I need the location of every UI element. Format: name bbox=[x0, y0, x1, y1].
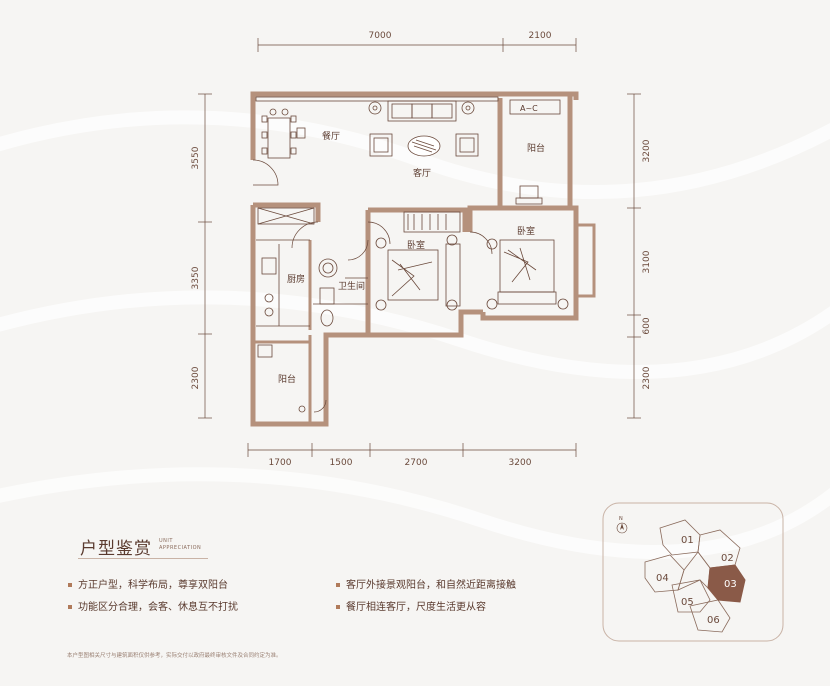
keyplan-unit-02-label: 02 bbox=[721, 553, 734, 564]
keyplan-unit-06-label: 06 bbox=[707, 615, 720, 626]
walls bbox=[250, 91, 596, 427]
furniture bbox=[257, 99, 569, 413]
keyplan-unit-05-shape bbox=[671, 579, 711, 613]
background-swirls bbox=[0, 110, 830, 559]
dim-right-4: 2300 bbox=[642, 366, 652, 389]
feature-text-3: 客厅外接景观阳台，和自然近距离接触 bbox=[346, 580, 516, 591]
dim-left-3: 2300 bbox=[191, 366, 201, 389]
room-label-bathroom: 卫生间 bbox=[338, 280, 365, 292]
dim-bottom-1: 1700 bbox=[269, 458, 292, 468]
keyplan-unit-06-shape bbox=[689, 599, 731, 633]
room-label-kitchen: 厨房 bbox=[287, 273, 305, 285]
dim-bottom-2: 1500 bbox=[330, 458, 353, 468]
section-subtitle-line1: UNIT bbox=[159, 538, 173, 544]
dim-bottom-4: 3200 bbox=[509, 458, 532, 468]
room-label-living: 客厅 bbox=[413, 167, 431, 179]
feature-text-4: 餐厅相连客厅，尺度生活更从容 bbox=[346, 602, 486, 613]
section-subtitle-line2: APPRECIATION bbox=[159, 545, 202, 551]
feature-item-3: 客厅外接景观阳台，和自然近距离接触 bbox=[336, 576, 516, 591]
bullet-icon bbox=[336, 583, 340, 587]
dimension-lines bbox=[198, 38, 641, 457]
dim-left-2: 3350 bbox=[191, 266, 201, 289]
bullet-icon bbox=[68, 583, 72, 587]
bullet-icon bbox=[336, 605, 340, 609]
bullet-icon bbox=[68, 605, 72, 609]
room-label-balcony-top: 阳台 bbox=[527, 142, 545, 154]
keyplan-unit-05-label: 05 bbox=[681, 597, 694, 608]
dim-top-2: 2100 bbox=[529, 31, 552, 41]
feature-item-2: 功能区分合理，会客、休息互不打扰 bbox=[68, 598, 238, 613]
keyplan-unit-03-label: 03 bbox=[724, 579, 737, 590]
dim-right-1: 3200 bbox=[642, 139, 652, 162]
key-plan: N 01 02 03 04 05 06 bbox=[602, 502, 784, 642]
dim-bottom-3: 2700 bbox=[405, 458, 428, 468]
title-underline bbox=[78, 558, 208, 559]
dim-right-2: 3100 bbox=[642, 250, 652, 273]
dim-left-1: 3550 bbox=[191, 146, 201, 169]
feature-item-1: 方正户型，科学布局，尊享双阳台 bbox=[68, 576, 228, 591]
feature-text-1: 方正户型，科学布局，尊享双阳台 bbox=[78, 580, 228, 591]
section-title: 户型鉴赏 bbox=[80, 539, 152, 559]
keyplan-unit-04-label: 04 bbox=[656, 573, 669, 584]
keyplan-unit-01-label: 01 bbox=[681, 535, 694, 546]
north-label: N bbox=[619, 516, 623, 522]
north-arrow-icon bbox=[620, 523, 624, 530]
ac-unit-label: A~C bbox=[520, 104, 538, 113]
dim-top-1: 7000 bbox=[369, 31, 392, 41]
disclaimer-footnote: 本户型图相关尺寸与建筑面积仅供参考，实际交付以政府最终审核文件及合同约定为准。 bbox=[67, 653, 282, 659]
section-subtitle: UNIT APPRECIATION bbox=[159, 538, 201, 552]
room-label-bedroom-2: 卧室 bbox=[517, 225, 535, 237]
room-label-bedroom-1: 卧室 bbox=[407, 239, 425, 251]
room-label-dining: 餐厅 bbox=[322, 130, 340, 142]
feature-text-2: 功能区分合理，会客、休息互不打扰 bbox=[78, 602, 238, 613]
keyplan-unit-03-highlight bbox=[707, 564, 746, 603]
dim-right-3: 600 bbox=[642, 317, 652, 334]
feature-item-4: 餐厅相连客厅，尺度生活更从容 bbox=[336, 598, 486, 613]
room-label-balcony-bottom: 阳台 bbox=[278, 373, 296, 385]
